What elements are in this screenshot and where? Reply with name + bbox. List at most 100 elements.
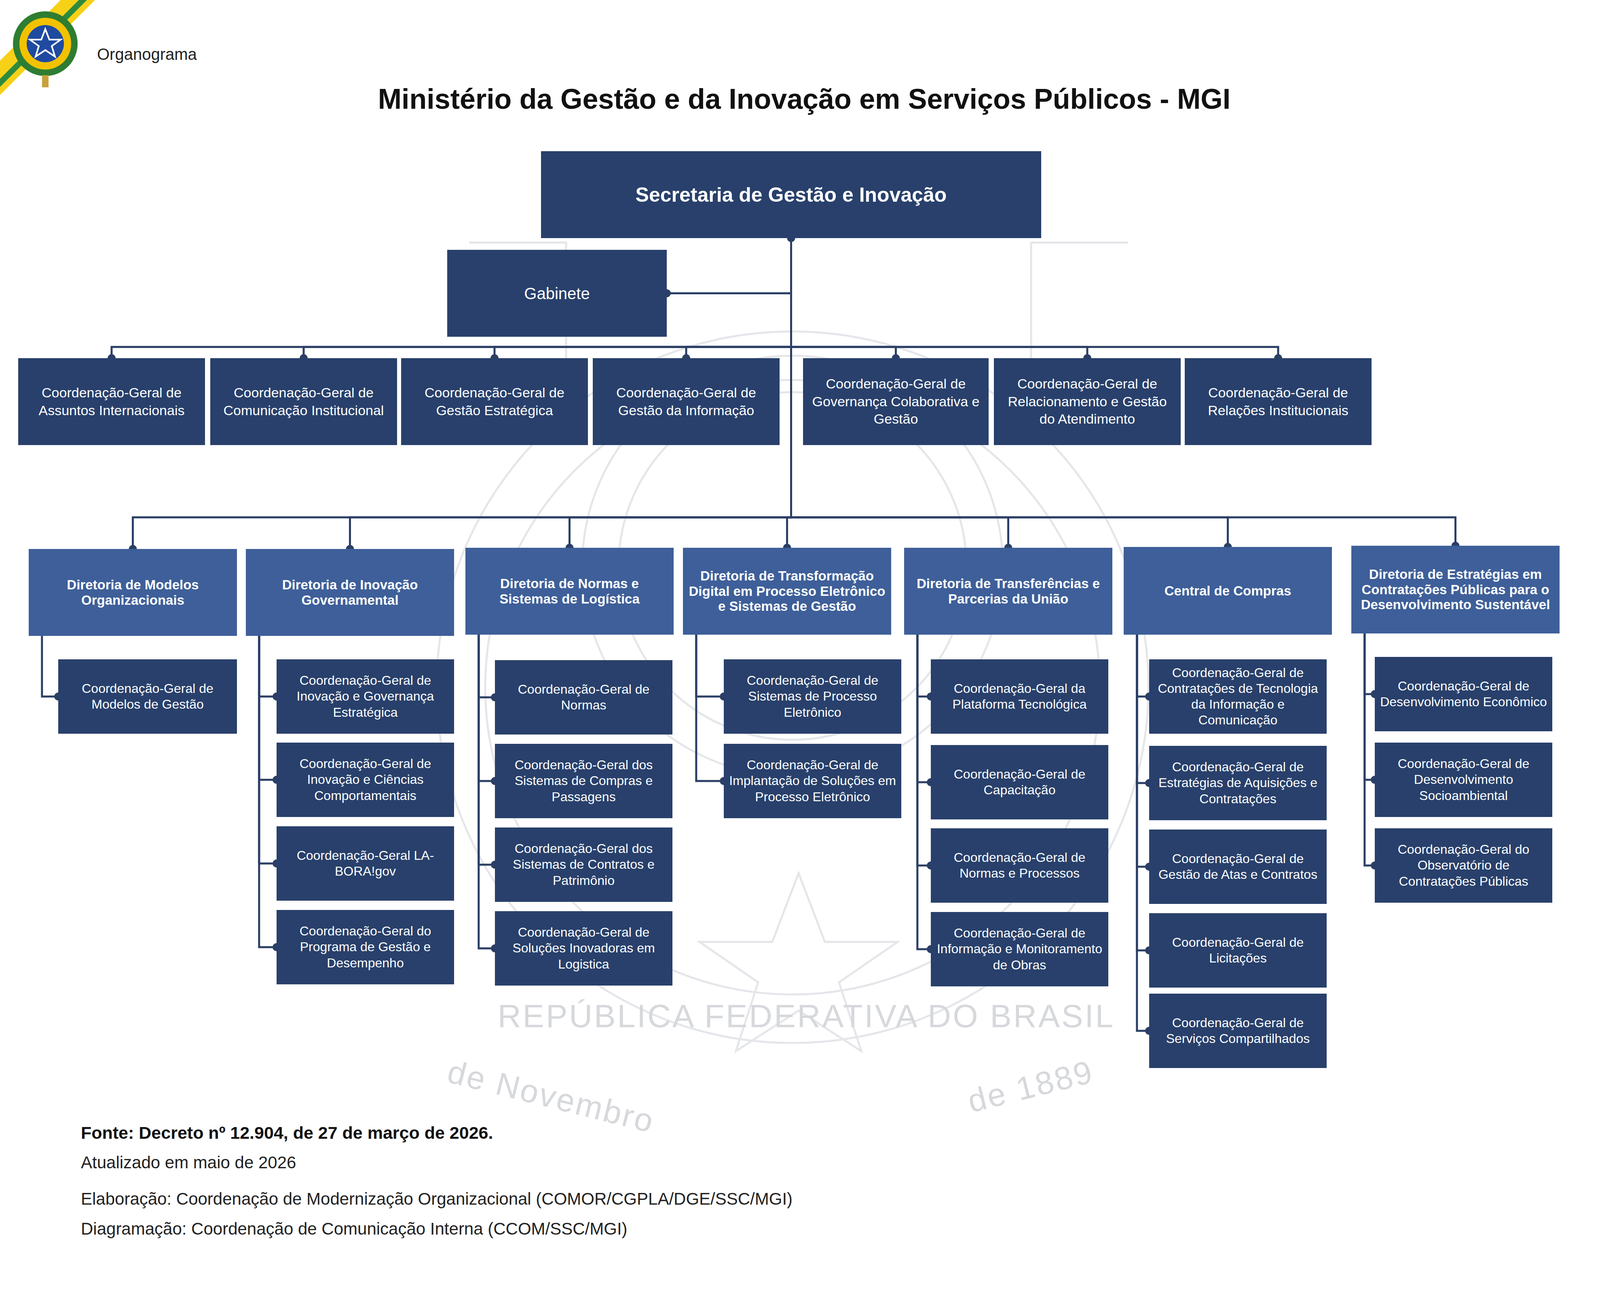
directorate-box: Diretoria de Transformação Digital em Pr… [682,547,892,635]
org-connector [259,636,277,864]
org-connector [478,634,495,698]
box-text: Coordenação-Geral da Plataforma Tecnológ… [935,680,1104,713]
box-text: Coordenação-Geral de Normas [499,681,668,714]
org-connector [696,634,724,697]
secretariat-box: Secretaria de Gestão e Inovação [541,151,1042,239]
footer-note: Elaboração: Coordenação de Modernização … [80,1189,793,1209]
unit-box: Coordenação-Geral de Informação e Monito… [930,912,1109,987]
org-connector [791,238,897,359]
box-text: Coordenação-Geral LA-BORA!gov [281,847,450,880]
box-text: Coordenação-Geral de Inovação e Ciências… [281,756,450,804]
unit-box: Coordenação-Geral de Contratações de Tec… [1149,659,1327,734]
unit-box: Coordenação-Geral de Serviços Compartilh… [1149,993,1327,1069]
org-connector [478,634,495,782]
unit-box: Coordenação-Geral do Observatório de Con… [1374,828,1553,903]
org-connector [917,634,931,866]
org-connector [791,238,1009,548]
org-connector [791,238,1229,548]
box-text: Coordenação-Geral de Normas e Processos [935,849,1104,882]
org-connector [1364,633,1375,780]
unit-box: Coordenação-Geral de Soluções Inovadoras… [494,911,673,986]
box-text: Diretoria de Transferências e Parcerias … [909,576,1108,607]
unit-box: Coordenação-Geral de Normas [494,660,673,735]
box-text: Diretoria de Normas e Sistemas de Logíst… [470,576,669,607]
box-text: Central de Compras [1164,583,1292,599]
unit-box: Coordenação-Geral de Sistemas de Process… [723,659,902,734]
unit-box: Coordenação-Geral de Assuntos Internacio… [18,358,206,446]
box-text: Coordenação-Geral de Assuntos Internacio… [23,384,200,420]
org-connector [303,238,792,359]
org-connector [1364,633,1375,695]
unit-box: Coordenação-Geral do Programa de Gestão … [276,910,455,985]
org-connector [1137,634,1150,697]
box-text: Coordenação-Geral de Governança Colabora… [808,375,983,429]
box-text: Coordenação-Geral dos Sistemas de Compra… [499,757,668,805]
unit-box: Coordenação-Geral de Governança Colabora… [803,358,989,446]
org-connector [666,238,792,294]
unit-box: Coordenação-Geral de Relações Institucio… [1184,358,1372,446]
unit-box: Coordenação-Geral de Inovação e Ciências… [276,742,455,818]
box-text: Coordenação-Geral de Desenvolvimento Soc… [1379,756,1548,804]
org-connector [917,634,931,950]
directorate-box: Central de Compras [1123,547,1332,635]
org-connector [1137,634,1150,951]
box-text: Coordenação-Geral de Serviços Compartilh… [1154,1015,1322,1047]
unit-box: Coordenação-Geral de Gestão Estratégica [401,358,588,446]
unit-box: Gabinete [447,249,667,337]
watermark-text: de 1889 [963,1053,1098,1121]
org-connector [917,634,931,783]
box-text: Coordenação-Geral de Relações Institucio… [1190,384,1366,420]
org-connector [696,634,724,782]
unit-box: Coordenação-Geral da Plataforma Tecnológ… [930,659,1109,734]
org-connector [478,634,495,865]
org-connector [42,636,59,697]
footer-note: Diagramação: Coordenação de Comunicação … [80,1219,628,1239]
box-text: Coordenação-Geral de Modelos de Gestão [63,680,233,713]
directorate-box: Diretoria de Transferências e Parcerias … [904,547,1113,635]
directorate-box: Diretoria de Normas e Sistemas de Logíst… [465,547,674,635]
org-connector [791,238,1456,546]
org-connector [111,238,792,359]
box-text: Coordenação-Geral de Relacionamento e Ge… [999,375,1176,429]
box-text: Coordenação-Geral do Programa de Gestão … [281,923,450,971]
unit-box: Coordenação-Geral dos Sistemas de Compra… [494,743,673,819]
unit-box: Coordenação-Geral de Inovação e Governan… [276,659,455,734]
box-text: Coordenação-Geral de Gestão Estratégica [406,384,583,420]
org-connector [350,238,792,550]
box-text: Coordenação-Geral de Informação e Monito… [935,925,1104,973]
box-text: Coordenação-Geral de Estratégias de Aqui… [1154,759,1322,807]
directorate-box: Diretoria de Modelos Organizacionais [28,549,237,637]
box-text: Coordenação-Geral de Capacitação [935,766,1104,799]
box-text: Coordenação-Geral de Desenvolvimento Eco… [1379,678,1548,711]
unit-box: Coordenação-Geral de Desenvolvimento Soc… [1374,742,1553,818]
org-connector [1137,634,1150,1032]
box-text: Coordenação-Geral de Gestão de Atas e Co… [1154,851,1322,883]
box-text: Diretoria de Transformação Digital em Pr… [688,568,886,615]
footer-note: Atualizado em maio de 2026 [80,1153,296,1173]
box-text: Coordenação-Geral de Contratações de Tec… [1154,665,1322,729]
header-label: Organograma [97,45,197,64]
org-connector [478,634,495,949]
org-connector [791,238,1279,359]
unit-box: Coordenação-Geral de Relacionamento e Ge… [993,358,1181,446]
box-text: Diretoria de Modelos Organizacionais [33,577,232,609]
unit-box: Coordenação-Geral de Desenvolvimento Eco… [1374,657,1553,732]
unit-box: Coordenação-Geral LA-BORA!gov [276,826,455,901]
box-text: Coordenação-Geral de Implantação de Solu… [728,757,897,805]
box-text: Diretoria de Inovação Governamental [251,577,449,609]
unit-box: Coordenação-Geral de Gestão de Atas e Co… [1149,829,1327,905]
box-text: Coordenação-Geral de Licitações [1154,934,1322,967]
org-connector [259,636,277,948]
unit-box: Coordenação-Geral de Licitações [1149,913,1327,988]
org-connector [1364,633,1375,866]
diagram-title: Ministério da Gestão e da Inovação em Se… [378,82,1231,116]
unit-box: Coordenação-Geral de Modelos de Gestão [58,659,237,734]
box-text: Coordenação-Geral do Observatório de Con… [1379,841,1548,890]
directorate-box: Diretoria de Inovação Governamental [245,549,455,637]
unit-box: Coordenação-Geral de Capacitação [930,745,1109,820]
org-connector [259,636,277,780]
org-connector [259,636,277,697]
footer-note: Fonte: Decreto nº 12.904, de 27 de março… [80,1123,493,1144]
org-connector [686,238,792,359]
